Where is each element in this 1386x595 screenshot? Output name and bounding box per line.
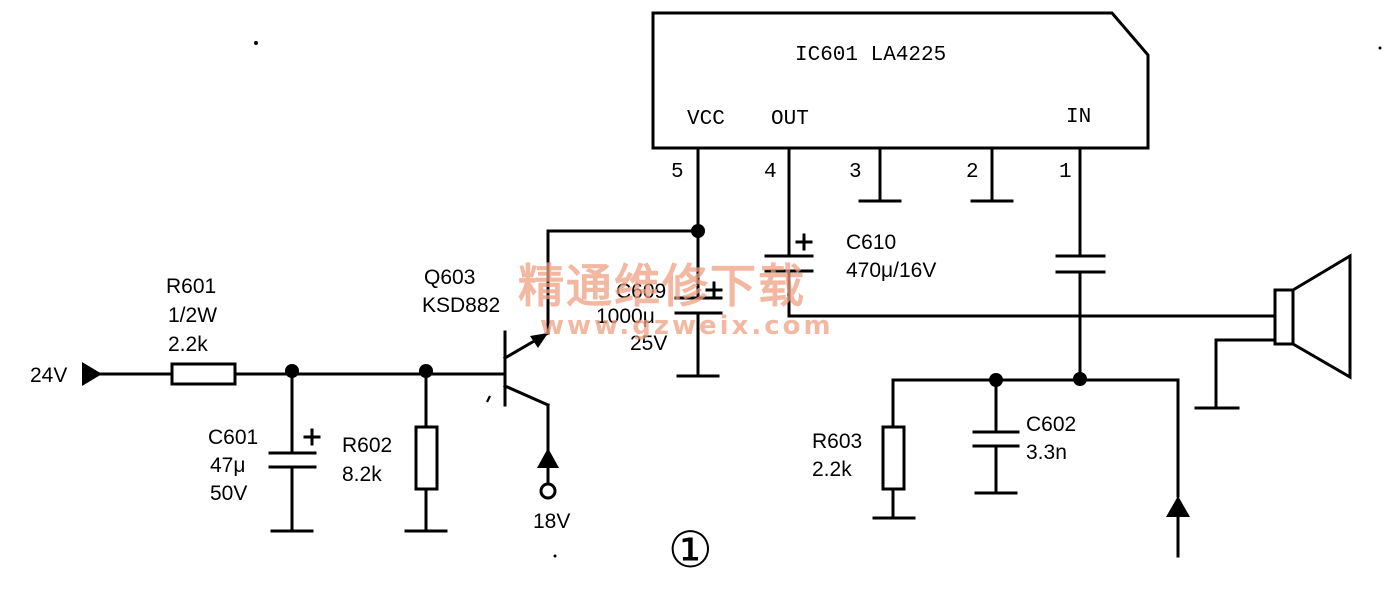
speaker-icon <box>1194 253 1352 410</box>
pin-2-ground <box>970 146 1014 203</box>
watermark-url: www.gzweix.com <box>540 311 834 341</box>
c610-name: C610 <box>846 231 896 254</box>
scan-speck <box>553 554 557 558</box>
q603-transistor <box>486 330 551 457</box>
pin-2-number: 2 <box>966 161 979 184</box>
junction-in <box>1073 372 1087 386</box>
c602-name: C602 <box>1026 413 1076 436</box>
c602-capacitor <box>972 378 1020 495</box>
c602-value: 3.3n <box>1026 441 1067 464</box>
signal-input-arrow <box>1166 378 1190 558</box>
scan-speck <box>1378 46 1382 50</box>
junction-vcc <box>691 224 705 238</box>
r602-resistor <box>404 372 448 533</box>
pin-3-ground <box>858 146 902 203</box>
c609-name: C609 <box>616 280 666 303</box>
ic601-label: IC601 LA4225 <box>795 44 946 67</box>
q603-part: KSD882 <box>422 294 500 317</box>
watermark-text: 精通维修下载 <box>518 259 806 313</box>
r601-name: R601 <box>166 275 216 298</box>
r601-value: 2.2k <box>168 333 208 356</box>
r603-resistor <box>872 378 916 520</box>
r603-value: 2.2k <box>812 458 852 481</box>
input-24v-label: 24V <box>30 364 67 387</box>
c609-voltage: 25V <box>630 332 667 355</box>
pin-3-number: 3 <box>849 161 862 184</box>
junction-r602 <box>419 364 433 378</box>
c610-capacitor <box>764 146 1277 318</box>
q603-name: Q603 <box>424 266 475 289</box>
output-18v-terminal <box>537 448 559 500</box>
junction-c601 <box>285 364 299 378</box>
c609-capacitor <box>674 281 723 378</box>
pin-1-number: 1 <box>1059 161 1072 184</box>
r603-name: R603 <box>812 430 862 453</box>
input-arrow <box>82 362 174 386</box>
pin-out-label: OUT <box>771 108 809 131</box>
r602-name: R602 <box>342 434 392 457</box>
c601-name: C601 <box>208 426 258 449</box>
scan-speck <box>254 41 258 45</box>
c601-capacitor <box>268 372 321 533</box>
figure-number: ① <box>668 521 713 579</box>
c609-value: 1000μ <box>596 305 655 328</box>
pin-in-label: IN <box>1066 106 1091 129</box>
pin-vcc-label: VCC <box>687 108 725 131</box>
ic601-body <box>651 11 1150 150</box>
collector-vcc-wire <box>546 146 700 335</box>
pin-4-number: 4 <box>764 161 777 184</box>
c601-value: 47μ <box>210 454 245 477</box>
pin-5-number: 5 <box>671 161 684 184</box>
r602-value: 8.2k <box>342 463 382 486</box>
r601-power: 1/2W <box>168 304 217 327</box>
c610-value: 470μ/16V <box>846 259 936 282</box>
input-coupling-capacitor <box>1055 146 1106 382</box>
c601-voltage: 50V <box>210 482 247 505</box>
output-18v-label: 18V <box>533 510 570 533</box>
r601-resistor <box>170 362 237 386</box>
